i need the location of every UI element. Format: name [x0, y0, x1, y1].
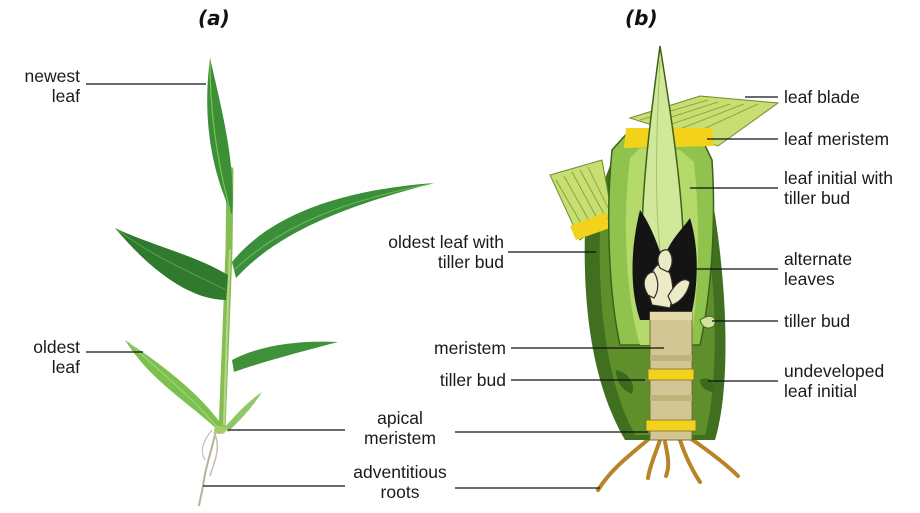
adventitious-roots-drawing — [199, 430, 216, 506]
roots-b — [598, 438, 738, 490]
label-leaf-meristem: leaf meristem — [784, 129, 889, 149]
label-meristem: meristem — [380, 338, 506, 358]
label-adventitious-roots: adventitious roots — [340, 462, 460, 502]
label-undeveloped-line2: leaf initial — [784, 381, 884, 401]
label-oldest-leaf-line2: leaf — [0, 357, 80, 377]
label-leaf-initial-line1: leaf initial with — [784, 168, 893, 188]
label-alternate-leaves-line1: alternate — [784, 249, 852, 269]
label-leaf-blade: leaf blade — [784, 87, 860, 107]
label-undeveloped-line1: undeveloped — [784, 361, 884, 381]
label-oldest-leaf-tiller-line2: tiller bud — [340, 252, 504, 272]
meristem-band — [648, 369, 694, 380]
label-leaf-initial-line2: tiller bud — [784, 188, 893, 208]
label-adventitious-roots-line2: roots — [340, 482, 460, 502]
label-tiller-bud-right: tiller bud — [784, 311, 850, 331]
label-oldest-leaf-tiller: oldest leaf with tiller bud — [340, 232, 504, 272]
label-oldest-leaf-tiller-line1: oldest leaf with — [340, 232, 504, 252]
label-newest-leaf-line2: leaf — [0, 86, 80, 106]
label-undeveloped-leaf-initial: undeveloped leaf initial — [784, 361, 884, 401]
label-apical-meristem: apical meristem — [340, 408, 460, 448]
panel-label-a: (a) — [198, 6, 230, 30]
label-newest-leaf: newest leaf — [0, 66, 80, 106]
leaf-left-upper — [115, 228, 228, 300]
newest-leaf-drawing — [207, 58, 232, 215]
apical-band — [646, 420, 696, 431]
label-apical-meristem-line1: apical — [340, 408, 460, 428]
cutaway-illustration — [550, 46, 778, 490]
label-apical-meristem-line2: meristem — [340, 428, 460, 448]
label-newest-leaf-line1: newest — [0, 66, 80, 86]
label-alternate-leaves: alternate leaves — [784, 249, 852, 289]
label-leaf-initial: leaf initial with tiller bud — [784, 168, 893, 208]
leaf-right-lower — [232, 342, 338, 372]
label-tiller-bud-left: tiller bud — [380, 370, 506, 390]
panel-label-b: (b) — [625, 6, 658, 30]
label-oldest-leaf: oldest leaf — [0, 337, 80, 377]
label-alternate-leaves-line2: leaves — [784, 269, 852, 289]
label-oldest-leaf-line1: oldest — [0, 337, 80, 357]
label-adventitious-roots-line1: adventitious — [340, 462, 460, 482]
